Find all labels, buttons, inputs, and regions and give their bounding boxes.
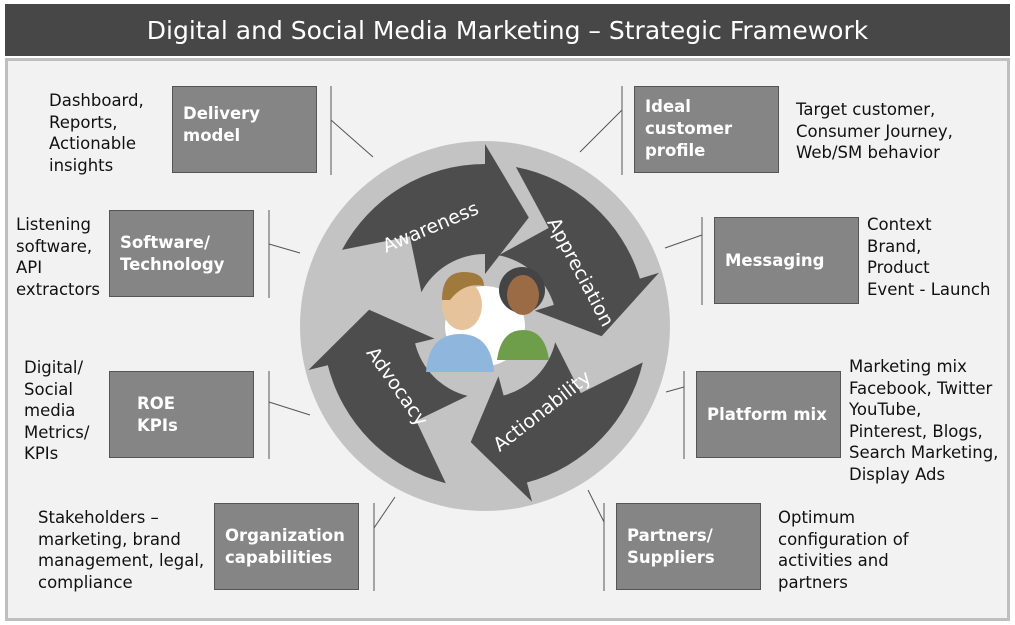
page-title: Digital and Social Media Marketing – Str…: [5, 4, 1010, 56]
cycle-arrow-awareness: [342, 144, 529, 293]
connector-line: [330, 86, 374, 175]
box-delivery-model: Delivery model: [172, 86, 317, 173]
connector-line: [665, 371, 685, 459]
cycle-arrow-advocacy: [308, 309, 468, 484]
connector-line: [268, 210, 301, 298]
desc-platform-mix: Marketing mix Facebook, Twitter YouTube,…: [849, 357, 999, 484]
box-roe-kpis: ROE KPIs: [109, 371, 254, 458]
desc-delivery-model: Dashboard, Reports, Actionable insights: [49, 91, 144, 175]
connector-line: [579, 86, 623, 175]
cycle-arrow-appreciation: [498, 167, 659, 337]
box-partners-suppliers: Partners/ Suppliers: [616, 503, 761, 590]
box-software-technology: Software/ Technology: [109, 210, 254, 297]
desc-organization-capabilities: Stakeholders – marketing, brand manageme…: [38, 508, 205, 592]
desc-ideal-customer-profile: Target customer, Consumer Journey, Web/S…: [796, 100, 953, 162]
people-icon: [426, 267, 549, 372]
box-organization-capabilities: Organization capabilities: [214, 503, 359, 590]
box-ideal-customer-profile: Ideal customer profile: [634, 86, 779, 173]
cycle-arrow-actionability: [470, 342, 643, 502]
connector-line: [268, 371, 311, 459]
connector-line: [587, 489, 605, 591]
desc-messaging: Context Brand, Product Event - Launch: [867, 215, 991, 299]
box-platform-mix: Platform mix: [696, 371, 841, 458]
connector-line: [373, 496, 396, 591]
connector-line: [664, 217, 703, 305]
desc-partners-suppliers: Optimum configuration of activities and …: [778, 508, 909, 592]
box-messaging: Messaging: [714, 217, 859, 304]
desc-software-technology: Listening software, API extractors: [16, 215, 101, 299]
desc-roe-kpis: Digital/ Social media Metrics/ KPIs: [24, 358, 90, 463]
